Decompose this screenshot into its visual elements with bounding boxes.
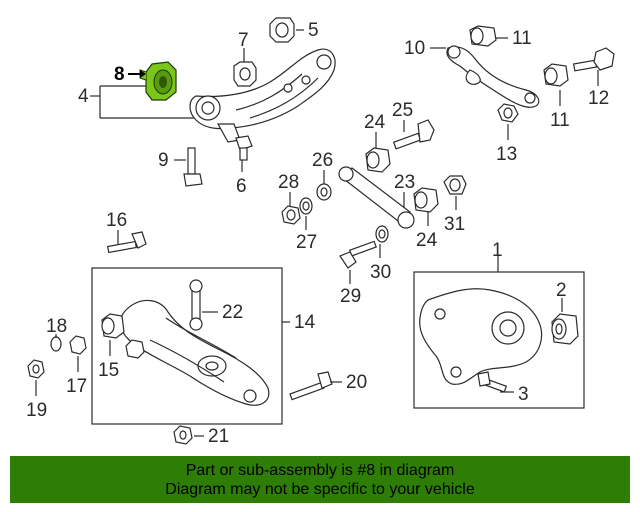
callout-2: 2 — [556, 280, 567, 301]
stabilizer-link-part-22[interactable] — [189, 279, 203, 331]
nut-part-13[interactable] — [497, 103, 519, 123]
nut-part-5[interactable] — [269, 17, 295, 43]
bolt-part-6[interactable] — [235, 135, 253, 161]
bolt-part-29[interactable] — [339, 240, 377, 269]
callout-24-top: 24 — [364, 112, 386, 133]
bolt-part-25[interactable] — [392, 119, 435, 150]
bolt-part-3[interactable] — [477, 371, 508, 393]
callout-11-bottom: 11 — [550, 110, 570, 131]
bushing-part-15[interactable] — [101, 313, 125, 339]
callout-22: 22 — [222, 302, 243, 323]
lateral-arm-part-10[interactable] — [446, 45, 540, 108]
callout-31: 31 — [444, 214, 465, 235]
bushing-part-2[interactable] — [551, 313, 579, 345]
nut-part-28[interactable] — [281, 205, 301, 225]
bushing-part-11-top[interactable] — [469, 25, 497, 47]
footer-banner: Part or sub-assembly is #8 in diagram Di… — [10, 456, 630, 503]
callout-16: 16 — [106, 210, 127, 231]
callout-28: 28 — [278, 172, 299, 193]
nut-part-17[interactable] — [69, 335, 87, 355]
nut-part-31[interactable] — [443, 175, 467, 195]
callout-11-top: 11 — [512, 28, 532, 49]
callout-3: 3 — [518, 384, 529, 405]
callout-15: 15 — [98, 360, 119, 381]
callout-25: 25 — [392, 100, 413, 121]
callout-26: 26 — [312, 150, 333, 171]
callout-labels: 1 2 3 4 5 6 7 8 9 10 11 11 12 13 14 15 1… — [26, 20, 609, 447]
lower-arm-part-14[interactable] — [119, 299, 270, 406]
callout-17: 17 — [66, 376, 87, 397]
callout-12: 12 — [588, 88, 609, 109]
callout-19: 19 — [26, 400, 47, 421]
callout-8: 8 — [114, 64, 125, 85]
callout-7: 7 — [238, 30, 249, 51]
callout-14: 14 — [294, 312, 316, 333]
bolt-part-9[interactable] — [183, 147, 203, 187]
callout-1: 1 — [492, 240, 503, 261]
callout-6: 6 — [236, 176, 247, 197]
callout-5: 5 — [308, 20, 319, 41]
washer-part-18[interactable] — [50, 336, 62, 352]
knuckle-box — [413, 271, 585, 409]
leader-lines — [35, 29, 599, 437]
nut-in-box — [125, 339, 145, 359]
nut-part-21[interactable] — [173, 425, 193, 445]
bolt-part-20[interactable] — [289, 371, 333, 401]
bolt-part-12[interactable] — [572, 47, 615, 72]
parts-diagram: 1 2 3 4 5 6 7 8 9 10 11 11 12 13 14 15 1… — [26, 17, 615, 447]
bolt-part-16[interactable] — [106, 231, 147, 254]
callout-21: 21 — [208, 426, 229, 447]
washer-part-30[interactable] — [375, 225, 389, 243]
knuckle-part-1[interactable] — [419, 288, 543, 385]
bushing-part-11-bottom[interactable] — [543, 63, 569, 87]
callout-13: 13 — [496, 144, 517, 165]
bushing-part-8[interactable] — [139, 61, 177, 101]
callout-23: 23 — [394, 172, 415, 193]
upper-arm-assembly — [189, 48, 336, 143]
callout-9: 9 — [158, 150, 169, 171]
bushing-part-24-bottom[interactable] — [413, 187, 439, 213]
callout-18: 18 — [46, 316, 67, 337]
bushing-part-24-top[interactable] — [365, 147, 391, 173]
footer-line-2: Diagram may not be specific to your vehi… — [165, 481, 475, 498]
callout-29: 29 — [340, 286, 361, 307]
footer-line-1: Part or sub-assembly is #8 in diagram — [185, 462, 455, 479]
lower-arm-box — [91, 267, 283, 425]
link-part-23[interactable] — [338, 166, 415, 229]
bushing-part-7[interactable] — [233, 61, 257, 87]
callout-20: 20 — [346, 372, 367, 393]
callout-24-bottom: 24 — [416, 230, 438, 251]
callout-27: 27 — [296, 232, 317, 253]
washer-part-26[interactable] — [316, 183, 332, 201]
nut-part-19[interactable] — [27, 359, 45, 379]
callout-30: 30 — [370, 262, 391, 283]
callout-4: 4 — [78, 86, 89, 107]
callout-10: 10 — [404, 38, 425, 59]
washer-part-27[interactable] — [299, 197, 313, 215]
